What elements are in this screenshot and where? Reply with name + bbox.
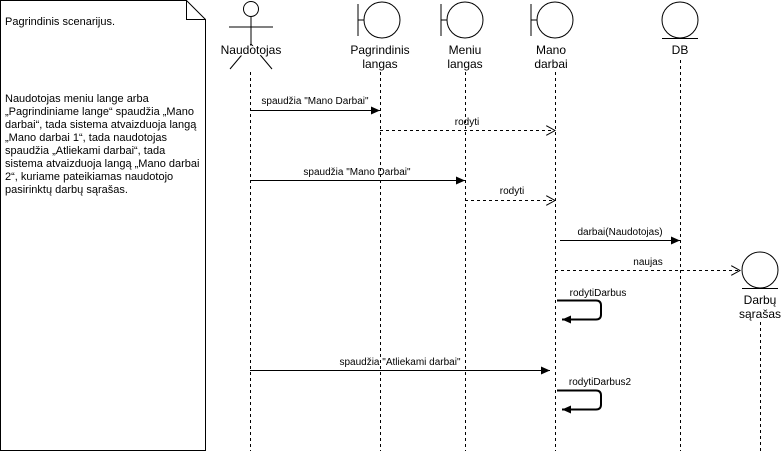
message-label: spaudžia "Mano Darbai" — [303, 167, 411, 178]
participant-label: Naudotojas — [221, 43, 282, 57]
participant-label: Mano — [536, 43, 566, 57]
message-label: rodyti — [500, 186, 524, 197]
message-6: naujas — [555, 257, 740, 271]
note-title: Pagrindinis scenarijus. — [5, 16, 116, 28]
messages: spaudžia "Mano Darbai" rodyti spaudžia "… — [250, 96, 740, 414]
boundary-icon — [440, 1, 484, 39]
lifelines — [250, 60, 761, 451]
participant-label: sąrašas — [739, 307, 781, 321]
participant-meniu-langas: Meniu langas — [440, 1, 484, 71]
participant-label: langas — [447, 57, 482, 71]
message-arrow — [557, 299, 602, 324]
participant-label: DB — [672, 43, 689, 57]
message-1: spaudžia "Mano Darbai" — [250, 96, 380, 115]
actor-icon — [229, 1, 273, 70]
message-3: spaudžia "Mano Darbai" — [250, 167, 465, 185]
participant-label: langas — [362, 57, 397, 71]
message-label: spaudžia "Mano Darbai" — [261, 96, 369, 107]
entity-icon — [741, 251, 779, 289]
participant-darbu-sarasas: Darbų sąrašas — [739, 251, 781, 321]
message-5: darbai(Naudotojas) — [560, 227, 680, 245]
message-2: rodyti — [380, 117, 555, 131]
message-label: rodytiDarbus2 — [569, 377, 632, 388]
message-label: darbai(Naudotojas) — [577, 227, 662, 238]
participant-mano-darbai: Mano darbai — [530, 1, 574, 71]
entity-icon — [661, 1, 699, 39]
message-9-self: rodytiDarbus2 — [557, 377, 632, 414]
message-4: rodyti — [465, 186, 555, 201]
participant-label: Darbų — [744, 293, 777, 307]
note-body: Naudotojas meniu lange arba „Pagrindinia… — [5, 93, 200, 196]
message-arrow — [557, 389, 602, 414]
boundary-icon — [530, 1, 574, 39]
message-label: spaudžia "Atliekami darbai" — [339, 357, 461, 368]
scenario-note — [0, 0, 206, 451]
message-label: rodytiDarbus — [570, 288, 627, 299]
message-label: rodyti — [455, 117, 479, 128]
participant-label: Meniu — [449, 43, 482, 57]
boundary-icon — [357, 1, 401, 39]
message-label: naujas — [633, 257, 662, 268]
participant-label: darbai — [534, 57, 567, 71]
participant-db: DB — [661, 1, 699, 57]
participant-pagrindinis-langas: Pagrindinis langas — [350, 1, 410, 71]
message-8: spaudžia "Atliekami darbai" — [250, 357, 550, 375]
participant-label: Pagrindinis — [350, 43, 409, 57]
message-7-self: rodytiDarbus — [557, 288, 627, 324]
participant-naudotojas: Naudotojas — [219, 1, 283, 70]
